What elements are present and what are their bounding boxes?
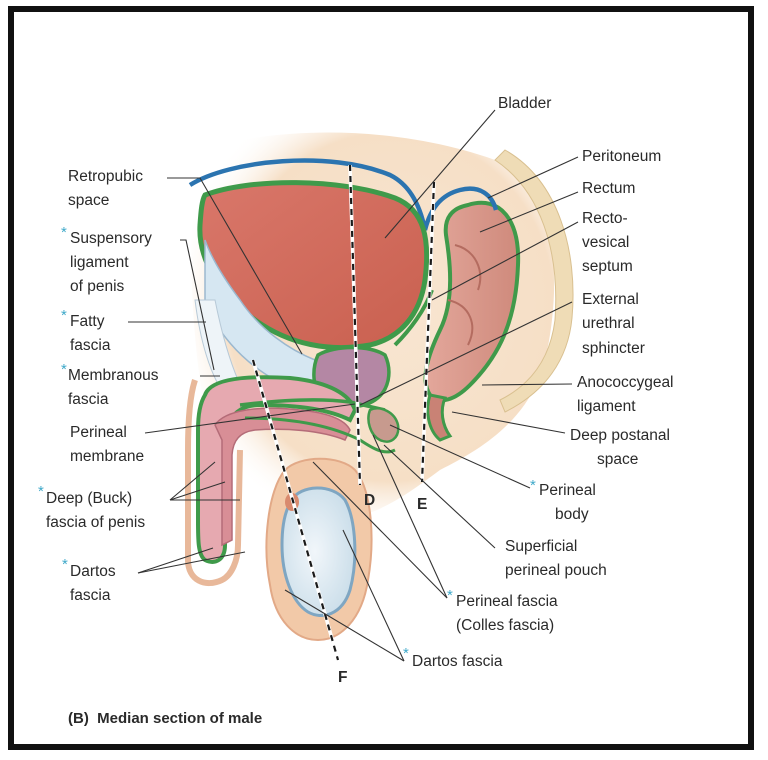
- label-membranous-1: Membranous: [68, 367, 159, 384]
- label-bladder: Bladder: [498, 95, 551, 112]
- label-dartos-left-1: Dartos: [70, 563, 116, 580]
- label-perineal-body-1: Perineal: [539, 482, 596, 499]
- label-external-urethral-2: urethral: [582, 315, 635, 332]
- plane-label-f: F: [338, 669, 347, 686]
- label-anococcygeal-1: Anococcygeal: [577, 374, 674, 391]
- label-superficial-pouch-1: Superficial: [505, 538, 577, 555]
- asterisk-suspensory: *: [61, 224, 67, 241]
- label-anococcygeal-2: ligament: [577, 398, 636, 415]
- label-retropubic-1: Retropubic: [68, 168, 143, 185]
- label-dartos-left-2: fascia: [70, 587, 111, 604]
- label-deep-postanal-2: space: [597, 451, 638, 468]
- label-external-urethral-1: External: [582, 291, 639, 308]
- label-perineal-body-2: body: [555, 506, 589, 523]
- label-peritoneum: Peritoneum: [582, 148, 661, 165]
- label-suspensory-3: of penis: [70, 278, 125, 295]
- label-rectovesical-2: vesical: [582, 234, 629, 251]
- label-perineal-membrane-1: Perineal: [70, 424, 127, 441]
- label-deep-postanal-1: Deep postanal: [570, 427, 670, 444]
- label-suspensory-1: Suspensory: [70, 230, 152, 247]
- label-dartos-fascia-right: Dartos fascia: [412, 653, 503, 670]
- asterisk-dartos-left: *: [62, 556, 68, 573]
- asterisk-membranous: *: [61, 361, 67, 378]
- label-membranous-2: fascia: [68, 391, 109, 408]
- asterisk-dartos-right: *: [403, 645, 409, 662]
- plane-label-e: E: [417, 496, 427, 513]
- label-perineal-fascia-2: (Colles fascia): [456, 617, 554, 634]
- label-buck-2: fascia of penis: [46, 514, 145, 531]
- label-fatty-1: Fatty: [70, 313, 105, 330]
- label-perineal-fascia-1: Perineal fascia: [456, 593, 558, 610]
- label-retropubic-2: space: [68, 192, 109, 209]
- label-rectovesical-1: Recto-: [582, 210, 628, 227]
- label-fatty-2: fascia: [70, 337, 111, 354]
- label-perineal-membrane-2: membrane: [70, 448, 144, 465]
- asterisk-fatty: *: [61, 307, 67, 324]
- asterisk-perineal-fascia: *: [447, 587, 453, 604]
- plane-label-d: D: [364, 492, 375, 509]
- label-rectum: Rectum: [582, 180, 635, 197]
- label-superficial-pouch-2: perineal pouch: [505, 562, 607, 579]
- label-buck-1: Deep (Buck): [46, 490, 132, 507]
- label-external-urethral-3: sphincter: [582, 340, 645, 357]
- asterisk-buck: *: [38, 483, 44, 500]
- asterisk-perineal-body: *: [530, 477, 536, 494]
- label-suspensory-2: ligament: [70, 254, 129, 271]
- figure-caption: (B) Median section of male: [68, 710, 262, 727]
- label-rectovesical-3: septum: [582, 258, 633, 275]
